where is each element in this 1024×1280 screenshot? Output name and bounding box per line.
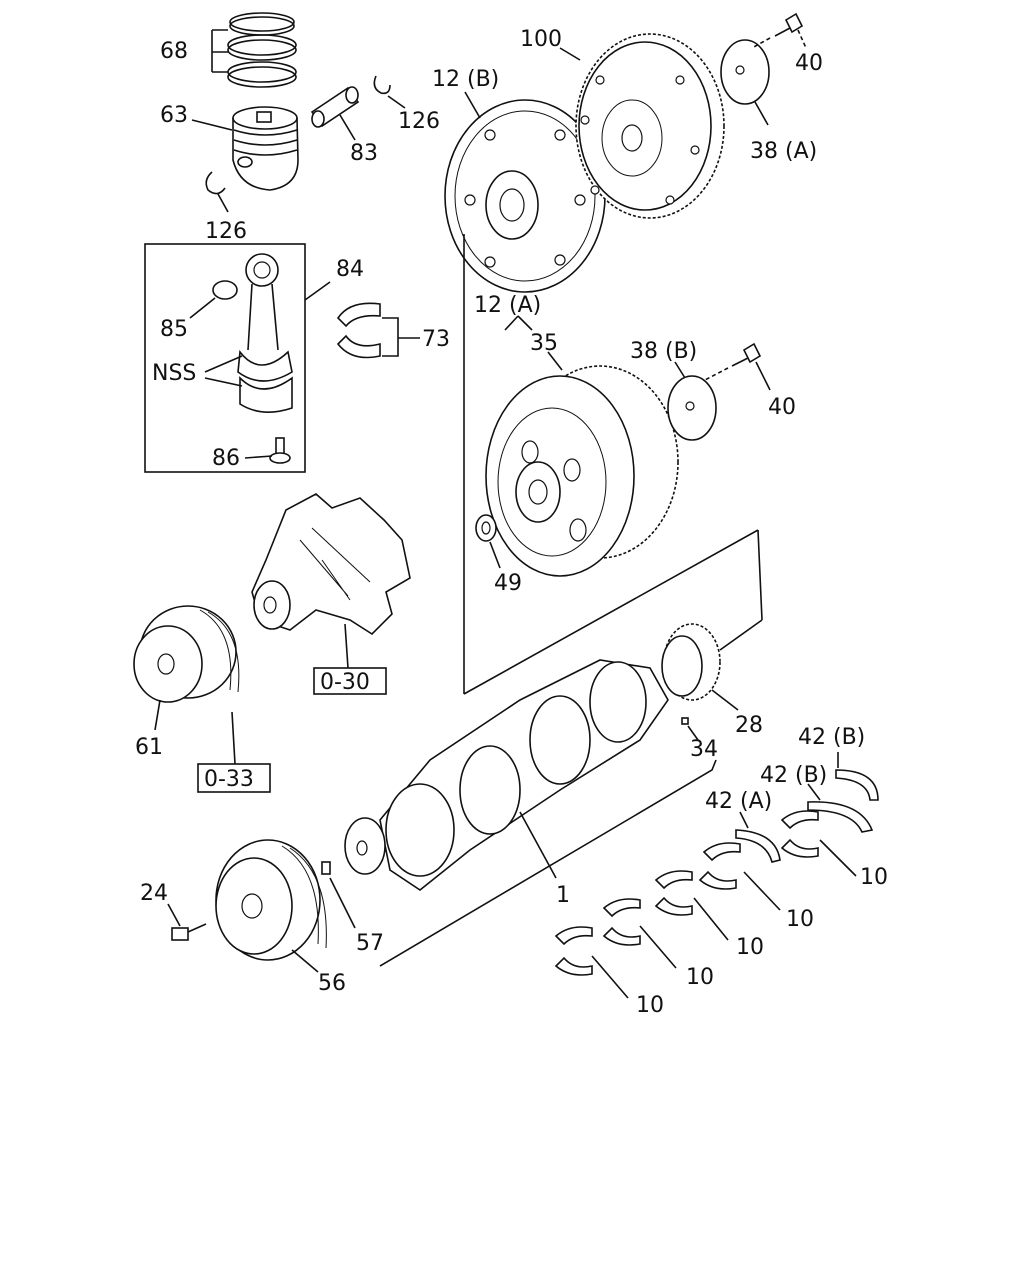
reference-033: 0-33 xyxy=(204,767,254,792)
callout-12a: 12 (A) xyxy=(474,293,541,318)
leader-030 xyxy=(344,623,349,669)
leader-57 xyxy=(329,877,356,929)
callout-10-e: 10 xyxy=(636,993,664,1018)
callout-42a: 42 (A) xyxy=(705,789,772,814)
callout-49: 49 xyxy=(494,571,522,596)
pin-57 xyxy=(321,861,331,875)
flywheel-assy-12a xyxy=(485,365,679,577)
callout-126-upper: 126 xyxy=(398,109,440,134)
callout-35: 35 xyxy=(530,331,558,356)
callout-labels: 68 63 126 83 126 84 85 NSS 86 73 12 (B) … xyxy=(135,27,888,1018)
leader-12b xyxy=(464,91,481,119)
callout-1: 1 xyxy=(556,883,570,908)
plate-38a xyxy=(720,39,770,105)
callout-85: 85 xyxy=(160,317,188,342)
leader-42a xyxy=(739,811,749,829)
callout-84: 84 xyxy=(336,257,364,282)
leader-42b-lower xyxy=(807,783,821,801)
pulley-61 xyxy=(133,605,240,703)
leader-28 xyxy=(711,689,739,711)
callout-12b: 12 (B) xyxy=(432,67,499,92)
callout-34: 34 xyxy=(690,737,718,762)
water-pump xyxy=(251,493,411,636)
bolt-40-upper xyxy=(774,12,804,37)
callout-57: 57 xyxy=(356,931,384,956)
leader-nss xyxy=(204,355,243,387)
leader-49 xyxy=(489,541,501,569)
reference-030: 0-30 xyxy=(320,670,370,695)
callout-38a: 38 (A) xyxy=(750,139,817,164)
callout-38b: 38 (B) xyxy=(630,339,697,364)
key-34 xyxy=(681,717,689,725)
rod-bearing-shells xyxy=(336,302,381,359)
callout-73: 73 xyxy=(422,327,450,352)
callout-10-b: 10 xyxy=(786,907,814,932)
piston-pin xyxy=(310,86,360,128)
crank-pulley xyxy=(215,839,327,961)
leader-84 xyxy=(304,281,331,301)
leader-73 xyxy=(382,317,420,357)
callout-10-c: 10 xyxy=(736,935,764,960)
callout-68: 68 xyxy=(160,39,188,64)
flywheel-100 xyxy=(575,33,725,219)
leader-126-lower xyxy=(217,193,229,213)
connecting-rod-box xyxy=(144,243,306,473)
leader-033 xyxy=(231,711,236,765)
callout-24: 24 xyxy=(140,881,168,906)
callout-86: 86 xyxy=(212,446,240,471)
leader-63 xyxy=(191,119,233,131)
crankshaft xyxy=(344,659,669,891)
callout-42b-upper: 42 (B) xyxy=(798,725,865,750)
callout-83: 83 xyxy=(350,141,378,166)
bolt-axis-lower xyxy=(704,367,729,381)
reference-box-033 xyxy=(197,763,271,793)
piston xyxy=(232,106,299,191)
reference-box-030 xyxy=(313,667,387,695)
leader-34 xyxy=(687,725,699,741)
leader-38b xyxy=(674,361,686,379)
callout-10-a: 10 xyxy=(860,865,888,890)
leader-12a xyxy=(504,315,533,331)
callout-nss: NSS xyxy=(152,361,196,386)
circlip-lower xyxy=(205,171,226,195)
leader-86 xyxy=(244,455,273,459)
callout-40-upper: 40 xyxy=(795,51,823,76)
callout-40-lower: 40 xyxy=(768,395,796,420)
bolt-24 xyxy=(171,923,207,941)
callout-61: 61 xyxy=(135,735,163,760)
leader-56 xyxy=(291,949,319,973)
main-bearing-shells xyxy=(554,810,819,976)
connecting-rod xyxy=(212,253,293,464)
callout-56: 56 xyxy=(318,971,346,996)
leader-40-lower xyxy=(755,361,771,391)
callout-100: 100 xyxy=(520,27,562,52)
leader-1 xyxy=(379,759,717,967)
bolt-axis-upper xyxy=(751,37,771,49)
callout-28: 28 xyxy=(735,713,763,738)
callout-126-lower: 126 xyxy=(205,219,247,244)
leader-40-upper xyxy=(797,29,807,49)
pilot-bearing xyxy=(475,514,497,542)
bolt-40-lower xyxy=(731,342,762,367)
leader-24 xyxy=(167,903,181,927)
leader-85 xyxy=(189,297,216,319)
piston-rings xyxy=(227,12,297,88)
group-bracket xyxy=(463,234,763,695)
leader-68 xyxy=(211,29,228,73)
leader-10-group xyxy=(591,839,857,999)
leader-126-upper xyxy=(387,95,406,109)
callout-42b-lower: 42 (B) xyxy=(760,763,827,788)
leader-61 xyxy=(154,699,161,731)
timing-gear xyxy=(661,623,721,701)
leader-38a xyxy=(754,101,769,126)
thrust-washers xyxy=(735,769,879,863)
plate-38b xyxy=(667,375,717,441)
leader-83 xyxy=(339,114,356,141)
circlip-upper xyxy=(373,75,391,95)
callout-63: 63 xyxy=(160,103,188,128)
leader-100 xyxy=(559,47,581,61)
leader-35 xyxy=(547,351,563,371)
callout-10-d: 10 xyxy=(686,965,714,990)
